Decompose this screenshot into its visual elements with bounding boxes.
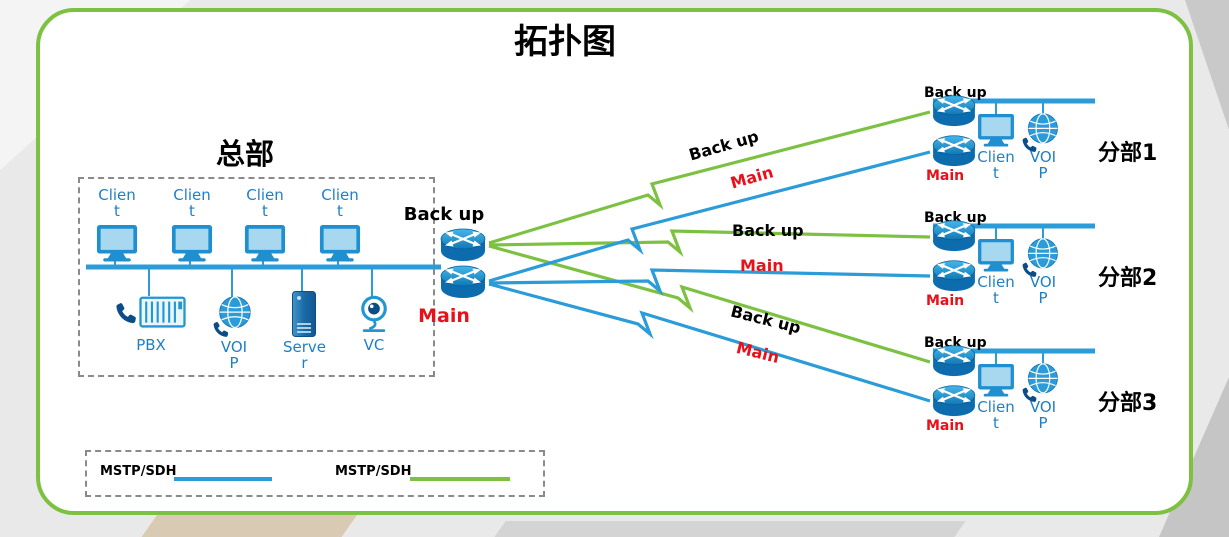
client-computer-icon <box>95 224 139 262</box>
voip-globe-icon <box>1022 111 1062 153</box>
branch2-backup-router-label: Back up <box>924 210 987 226</box>
branch3-client-label: Client <box>977 398 1015 432</box>
bg-shape-bottom-tan <box>141 513 359 537</box>
vc-label: VC <box>363 336 385 354</box>
branch3-voip-label: VOIP <box>1029 398 1057 432</box>
branch1-main-router-label: Main <box>926 168 965 184</box>
link-label-backup-branch2: Back up <box>732 221 804 240</box>
branch3-name: 分部3 <box>1098 391 1158 416</box>
branch3-backup-router-icon <box>930 341 978 379</box>
link-label-main-branch2: Main <box>740 256 784 275</box>
branch2-client-label: Client <box>977 273 1015 307</box>
hq-client-label-4: Client <box>321 186 359 220</box>
branch-3: Back up Main Client VOIP 分部3 <box>920 335 1225 447</box>
core-main-router-label: Main <box>418 305 470 327</box>
legend-swatch-green-line <box>410 477 510 481</box>
branch1-backup-router-icon <box>930 91 978 129</box>
branch2-main-router-icon <box>930 256 978 294</box>
branch-1: Back up Main Client VOIP 分部1 <box>920 85 1225 197</box>
branch2-backup-router-icon <box>930 216 978 254</box>
legend: MSTP/SDH MSTP/SDH <box>85 450 545 497</box>
branch1-voip-label: VOIP <box>1029 148 1057 182</box>
branch3-main-router-icon <box>930 381 978 419</box>
legend-label-mstp-sdh-backup: MSTP/SDH <box>335 464 412 479</box>
voip-globe-icon <box>1022 361 1062 403</box>
branch2-name: 分部2 <box>1098 266 1158 291</box>
hq-client-label-3: Client <box>246 186 284 220</box>
legend-swatch-blue-line <box>174 477 272 481</box>
branch1-backup-router-label: Back up <box>924 85 987 101</box>
server-icon <box>291 290 317 338</box>
branch1-name: 分部1 <box>1098 141 1158 166</box>
client-computer-icon <box>976 363 1016 397</box>
hq-client-label-1: Client <box>98 186 136 220</box>
branch1-main-router-icon <box>930 131 978 169</box>
hq-title: 总部 <box>216 137 275 171</box>
branch3-main-router-label: Main <box>926 418 965 434</box>
vc-camera-icon <box>356 294 392 334</box>
branch1-client-label: Client <box>977 148 1015 182</box>
branch-2: Back up Main Client VOIP 分部2 <box>920 210 1225 322</box>
voip-globe-icon <box>1022 236 1062 278</box>
pbx-label: PBX <box>136 336 166 354</box>
core-backup-router-icon <box>437 224 489 264</box>
branch3-backup-router-label: Back up <box>924 335 987 351</box>
client-computer-icon <box>976 238 1016 272</box>
hq-group-box: Client Client Client Client PBX VOIP Ser… <box>78 177 435 377</box>
voip-globe-icon <box>213 294 255 338</box>
core-backup-router-label: Back up <box>403 204 485 225</box>
page-title: 拓扑图 <box>514 22 616 62</box>
voip-label: VOIP <box>220 338 248 372</box>
branch2-voip-label: VOIP <box>1029 273 1057 307</box>
server-label: Server <box>282 338 327 372</box>
legend-label-mstp-sdh-main: MSTP/SDH <box>100 464 177 479</box>
pbx-icon <box>114 292 188 336</box>
client-computer-icon <box>170 224 214 262</box>
hq-client-label-2: Client <box>173 186 211 220</box>
client-computer-icon <box>243 224 287 262</box>
branch2-main-router-label: Main <box>926 293 965 309</box>
bg-shape-bottom-gray <box>494 521 966 537</box>
core-main-router-icon <box>437 261 489 301</box>
client-computer-icon <box>976 113 1016 147</box>
client-computer-icon <box>318 224 362 262</box>
